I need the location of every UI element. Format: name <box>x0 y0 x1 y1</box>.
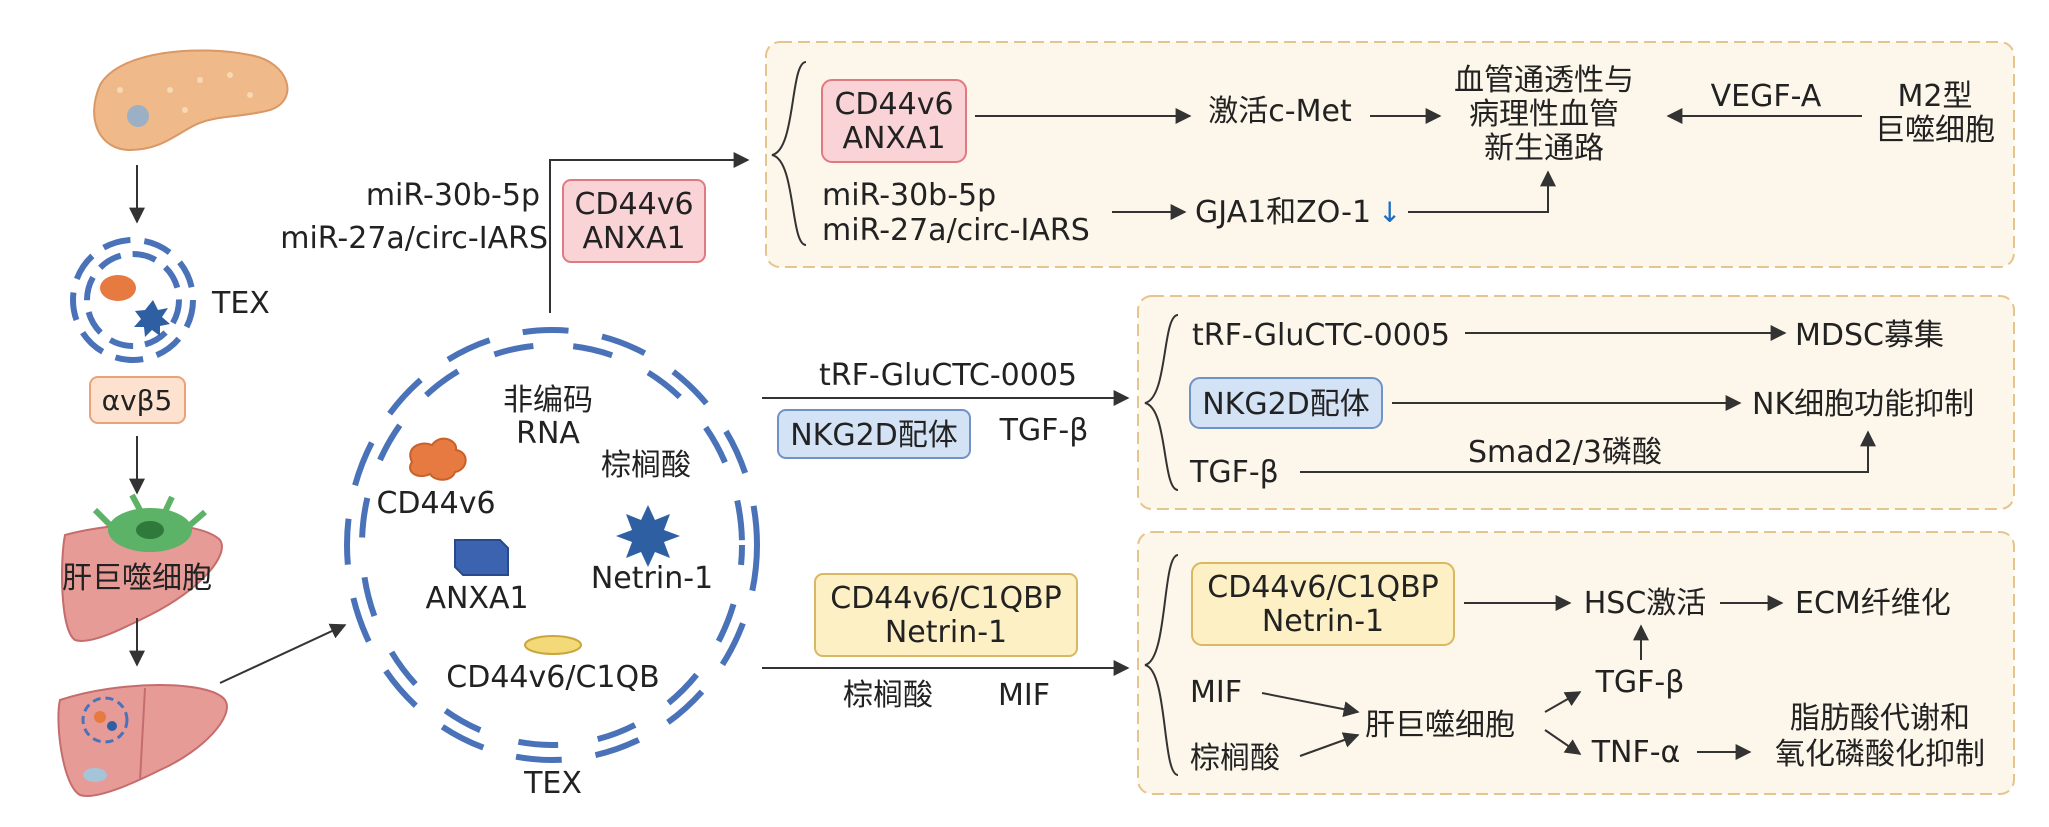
tgf-arrow-label: TGF-β <box>999 413 1089 448</box>
mirna-top-label-1: miR-30b-5p <box>822 178 996 213</box>
mif-arrow-label: MIF <box>998 678 1050 713</box>
anxa1-top-label: ANXA1 <box>842 121 945 156</box>
trf-middle-label: tRF-GluCTC-0005 <box>1192 318 1450 353</box>
nk-suppression-label: NK细胞功能抑制 <box>1752 387 1974 422</box>
liver-icon <box>57 684 228 797</box>
nkg2d-box-arrow <box>777 409 971 459</box>
tex-small-vesicle <box>70 237 196 363</box>
kupffer-bottom-label: 肝巨噬细胞 <box>1365 708 1515 743</box>
noncoding-label-1: 非编码 <box>503 383 593 418</box>
tex-label-center: TEX <box>523 766 582 801</box>
palmitic-arrow-label: 棕榈酸 <box>843 678 933 713</box>
netrin-icon <box>616 505 680 567</box>
mirna-label-2: miR-27a/circ-IARS <box>280 221 548 256</box>
liver-kupffer-icon <box>61 493 223 642</box>
arrow-mif-to-kupffer <box>1261 692 1360 718</box>
m2-label-line2: 巨噬细胞 <box>1875 113 1995 148</box>
nkg2d-middle-label: NKG2D配体 <box>1202 387 1370 422</box>
ecm-label: ECM纤维化 <box>1795 586 1951 621</box>
nkg2d-box <box>1189 377 1383 429</box>
cd44v6-c1qbp-bottom-label: CD44v6/C1QBP <box>1207 570 1439 605</box>
mif-bottom-label: MIF <box>1190 675 1242 710</box>
bottom-panel-brace <box>1144 554 1179 776</box>
netrin-arrow-label: Netrin-1 <box>885 615 1007 650</box>
netrin-bottom-label: Netrin-1 <box>1262 604 1384 639</box>
activate-cmet-label: 激活c-Met <box>1208 94 1352 129</box>
arrow-vesicle-to-top-panel <box>549 152 750 313</box>
cd44v6-icon <box>409 437 467 481</box>
netrin-label-center: Netrin-1 <box>591 561 713 596</box>
cd44v6-small-icon <box>100 275 136 301</box>
cd44v6-top-label: CD44v6 <box>834 87 953 122</box>
vascular-outcome-line3: 新生通路 <box>1484 131 1604 166</box>
cd44v6-arrow-label: CD44v6 <box>574 187 693 222</box>
tex-label-left: TEX <box>211 286 270 321</box>
anxa1-icon <box>454 539 509 576</box>
arrow-kupffer-to-tgf <box>1544 691 1582 713</box>
cd44v6-c1qb-label-center: CD44v6/C1QB <box>446 660 659 695</box>
hsc-label: HSC激活 <box>1584 586 1707 621</box>
top-panel-brace <box>771 61 807 246</box>
mirna-top-label-2: miR-27a/circ-IARS <box>822 213 1090 248</box>
cd44v6-c1qbp-box <box>1191 562 1455 646</box>
gja-label: GJA1和ZO-1 <box>1195 195 1371 230</box>
trf-arrow-label: tRF-GluCTC-0005 <box>819 358 1077 393</box>
cd44v6-label-center: CD44v6 <box>376 486 495 521</box>
integrin-box <box>89 376 186 424</box>
down-arrow-icon: ↓ <box>1378 196 1401 229</box>
metabolism-label-2: 氧化磷酸化抑制 <box>1775 737 1985 772</box>
noncoding-label-2: RNA <box>516 416 580 451</box>
palmitic-bottom-label: 棕榈酸 <box>1190 741 1280 776</box>
mdsc-label: MDSC募集 <box>1795 318 1944 353</box>
tnf-label: TNF-α <box>1591 735 1681 770</box>
arrow-gja-to-outcome <box>1408 170 1556 213</box>
arrow-liver-to-vesicle <box>219 623 347 684</box>
cd44v6-anxa1-box-arrow <box>562 179 706 263</box>
c1qb-icon <box>524 635 582 655</box>
tgf-bottom-label: TGF-β <box>1595 665 1685 700</box>
cd44v6-c1qbp-arrow-label: CD44v6/C1QBP <box>830 581 1062 616</box>
anxa1-label-center: ANXA1 <box>425 581 528 616</box>
vascular-outcome-line1: 血管通透性与 <box>1454 63 1634 98</box>
kupffer-label-left: 肝巨噬细胞 <box>62 561 212 596</box>
vascular-outcome-line2: 病理性血管 <box>1469 97 1619 132</box>
tgf-middle-label: TGF-β <box>1189 455 1279 490</box>
arrow-palmitic-to-kupffer <box>1299 732 1360 757</box>
integrin-label: αvβ5 <box>102 384 173 417</box>
palmitic-label-center: 棕榈酸 <box>601 448 691 483</box>
cd44v6-c1qbp-box-arrow <box>814 573 1078 657</box>
tex-large-vesicle <box>344 327 760 763</box>
mirna-label-1: miR-30b-5p <box>366 178 540 213</box>
cd44v6-anxa1-box <box>821 79 967 163</box>
metabolism-label-1: 脂肪酸代谢和 <box>1790 701 1970 736</box>
arrow-tgf-to-nk <box>1300 430 1876 473</box>
nkg2d-arrow-label: NKG2D配体 <box>790 418 958 453</box>
middle-panel-brace <box>1144 314 1179 491</box>
netrin-small-icon <box>134 300 170 337</box>
smad-label: Smad2/3磷酸 <box>1468 435 1662 470</box>
top-panel <box>765 41 2015 268</box>
anxa1-arrow-label: ANXA1 <box>582 221 685 256</box>
pancreas-icon <box>93 49 289 152</box>
arrow-kupffer-to-tnf <box>1544 729 1582 755</box>
m2-label-line1: M2型 <box>1898 79 1973 114</box>
vegf-label: VEGF-A <box>1711 79 1822 114</box>
